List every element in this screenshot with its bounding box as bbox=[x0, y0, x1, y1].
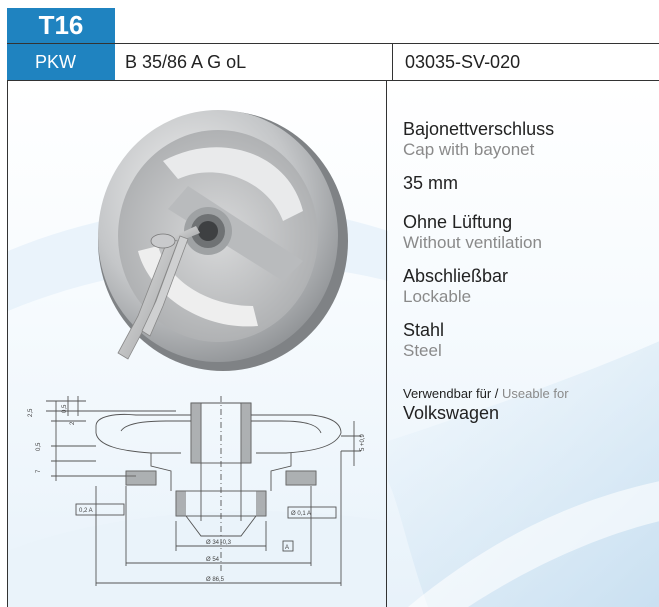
spec-item: Abschließbar Lockable bbox=[403, 266, 653, 306]
spec-item: Bajonettverschluss Cap with bayonet bbox=[403, 119, 653, 159]
technical-drawing: 2,5 0,5 2 0,5 7 5 +0,9 Ø 34 -0,3 Ø 54 Ø … bbox=[28, 396, 366, 586]
article-number-cell: 03035-SV-020 bbox=[405, 51, 521, 72]
vehicle-brand: Volkswagen bbox=[403, 403, 500, 423]
usable-label-en: Useable for bbox=[502, 386, 569, 401]
dim-label-2: 0,5 bbox=[62, 404, 68, 413]
spec-item: Ohne Lüftung Without ventilation bbox=[403, 212, 653, 252]
product-tag: T16 bbox=[7, 8, 115, 43]
spec-en: Steel bbox=[403, 341, 442, 360]
dim-label-8: Ø 54 bbox=[206, 557, 220, 563]
header-row: PKW B 35/86 A G oL 03035-SV-020 bbox=[7, 43, 659, 81]
fuel-cap-photo bbox=[98, 110, 348, 371]
column-divider bbox=[386, 81, 387, 607]
spec-de: Stahl bbox=[403, 320, 445, 340]
tolerance-label-1: 0,2 A bbox=[79, 508, 93, 514]
usable-for: Verwendbar für / Useable for Volkswagen bbox=[403, 386, 653, 424]
spec-de: Ohne Lüftung bbox=[403, 212, 513, 232]
usable-label-de: Verwendbar für bbox=[403, 386, 492, 401]
spec-list: Bajonettverschluss Cap with bayonet 35 m… bbox=[403, 119, 653, 424]
dim-label-1: 2,5 bbox=[28, 408, 34, 417]
spec-de: 35 mm bbox=[403, 173, 459, 193]
tolerance-label-2: Ø 0,1 A bbox=[291, 511, 311, 517]
dim-label-9: Ø 86,5 bbox=[206, 577, 225, 583]
spec-en: Cap with bayonet bbox=[403, 140, 535, 159]
spec-de: Abschließbar bbox=[403, 266, 509, 286]
dim-label-7: Ø 34 -0,3 bbox=[206, 540, 232, 546]
dim-label-5: 7 bbox=[36, 469, 42, 473]
spec-item: 35 mm bbox=[403, 173, 653, 194]
usable-separator: / bbox=[494, 386, 499, 401]
dim-label-4: 0,5 bbox=[36, 442, 42, 451]
spec-item: Stahl Steel bbox=[403, 320, 653, 360]
type-code-cell: B 35/86 A G oL bbox=[115, 44, 393, 80]
spec-en: Lockable bbox=[403, 287, 472, 306]
reference-label: A bbox=[285, 545, 289, 551]
spec-de: Bajonettverschluss bbox=[403, 119, 555, 139]
usable-for-label: Verwendbar für / Useable for bbox=[403, 386, 653, 401]
dim-label-6: 5 +0,9 bbox=[360, 433, 366, 451]
dim-label-3: 2 bbox=[70, 421, 76, 425]
category-cell: PKW bbox=[7, 44, 115, 80]
content-area: 2,5 0,5 2 0,5 7 5 +0,9 Ø 34 -0,3 Ø 54 Ø … bbox=[7, 81, 659, 607]
spec-en: Without ventilation bbox=[403, 233, 542, 252]
